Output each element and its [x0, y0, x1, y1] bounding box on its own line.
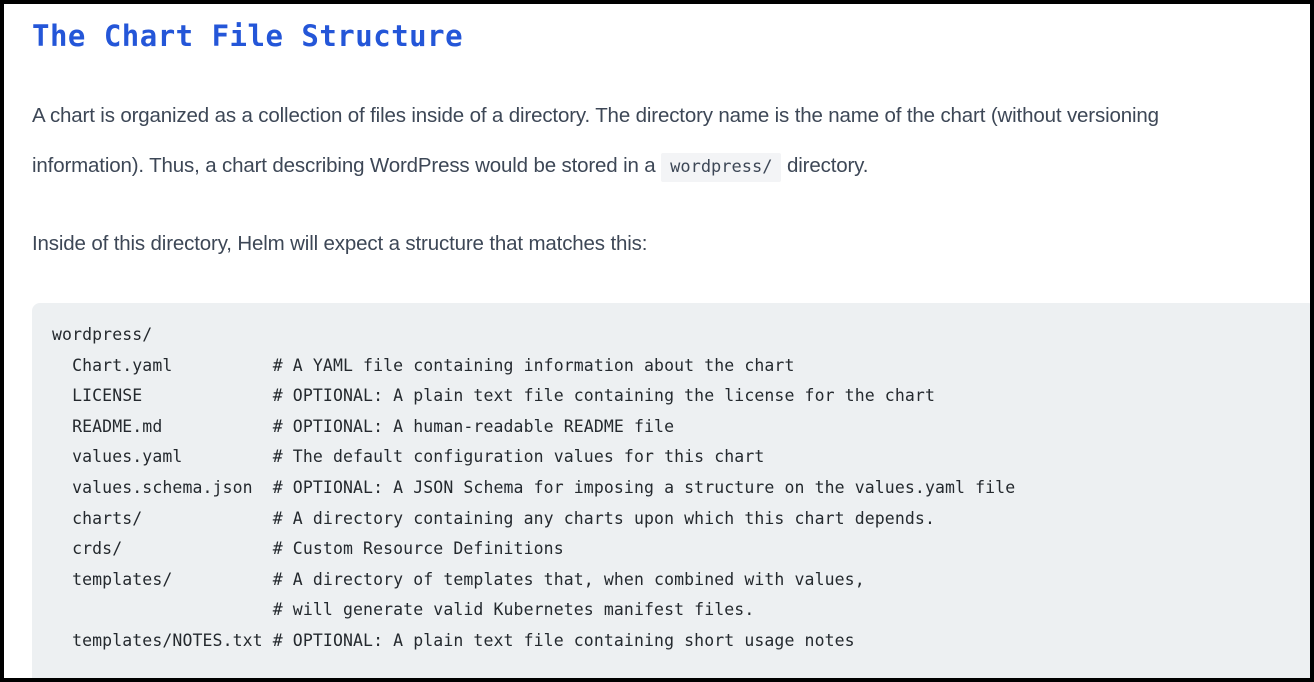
code-line: templates/ # A directory of templates th… — [52, 569, 865, 589]
page-title: The Chart File Structure — [32, 19, 464, 53]
structure-intro-paragraph: Inside of this directory, Helm will expe… — [32, 232, 648, 256]
code-line: templates/NOTES.txt # OPTIONAL: A plain … — [52, 630, 855, 650]
code-line: values.yaml # The default configuration … — [52, 447, 765, 467]
code-line: Chart.yaml # A YAML file containing info… — [52, 355, 795, 375]
intro-paragraph-text-part-2: directory. — [787, 154, 869, 178]
document-content: The Chart File Structure A chart is orga… — [4, 4, 1310, 678]
code-line: LICENSE # OPTIONAL: A plain text file co… — [52, 386, 935, 406]
code-line: README.md # OPTIONAL: A human-readable R… — [52, 416, 675, 436]
inline-code-wordpress-dir: wordpress/ — [661, 153, 782, 183]
code-line: wordpress/ — [52, 325, 153, 344]
code-line: charts/ # A directory containing any cha… — [52, 508, 935, 528]
intro-paragraph: A chart is organized as a collection of … — [32, 91, 1260, 192]
intro-paragraph-text-part-1: A chart is organized as a collection of … — [32, 104, 1159, 178]
code-line: # will generate valid Kubernetes manifes… — [52, 600, 755, 620]
code-block-chart-structure: wordpress/ Chart.yaml # A YAML file cont… — [32, 303, 1310, 678]
code-block-content: wordpress/ Chart.yaml # A YAML file cont… — [52, 320, 1310, 657]
code-line: crds/ # Custom Resource Definitions — [52, 539, 564, 559]
code-line: values.schema.json # OPTIONAL: A JSON Sc… — [52, 477, 1016, 497]
